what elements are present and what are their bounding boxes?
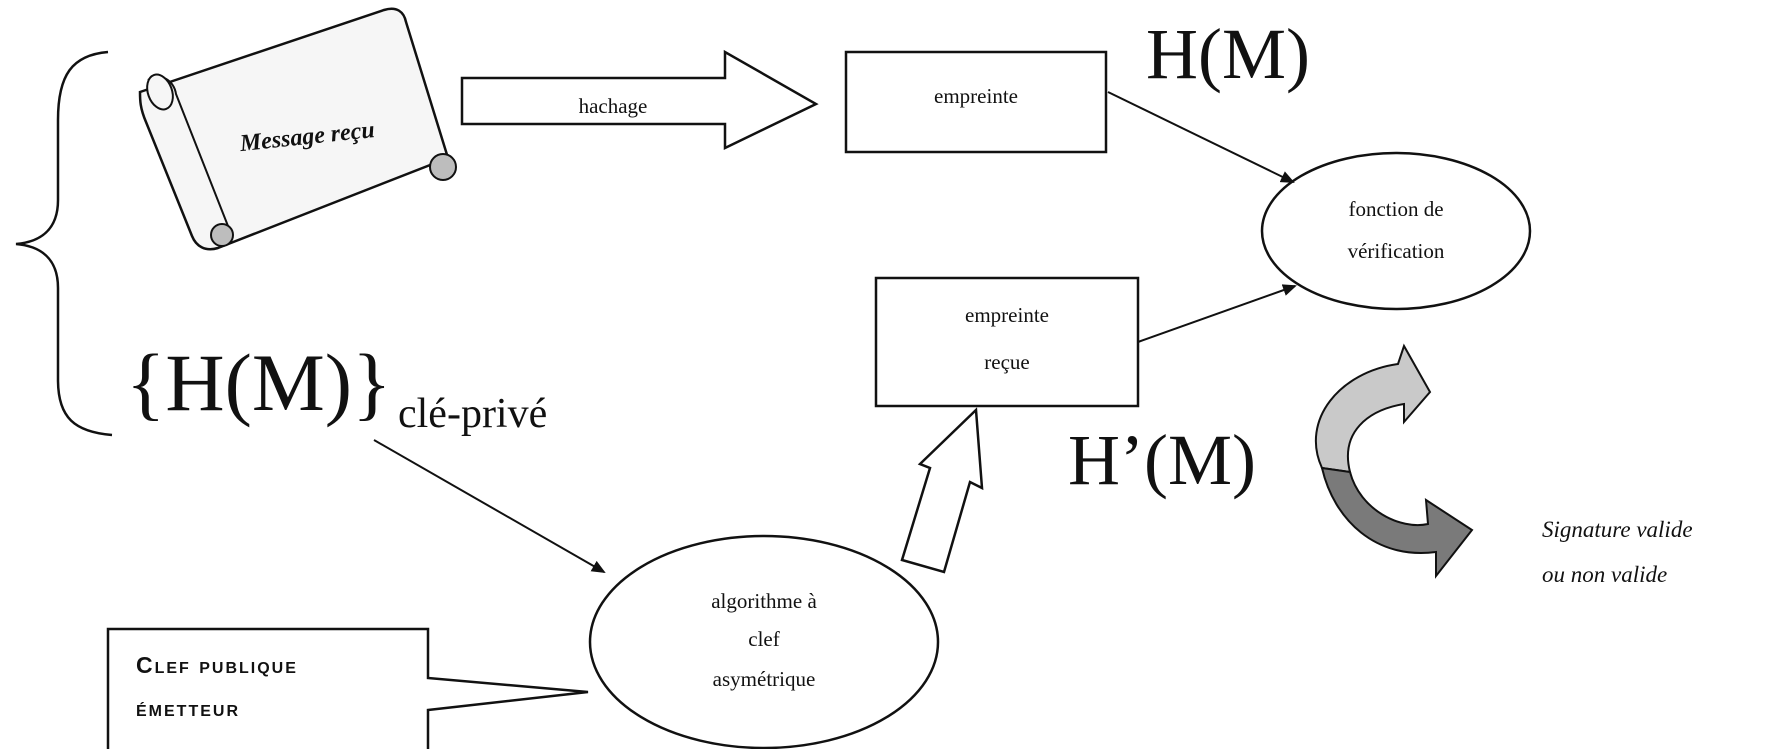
- hash-label-top: H(M): [1146, 14, 1310, 94]
- public-key-label-line1: Clef publique: [136, 652, 298, 678]
- asymmetric-algorithm-ellipse: algorithme à clef asymétrique: [588, 534, 940, 750]
- algorithm-label-line1: algorithme à: [711, 589, 817, 613]
- received-fingerprint-label-line2: reçue: [984, 350, 1029, 374]
- received-fingerprint-label-line1: empreinte: [965, 303, 1049, 327]
- arrow-signature-to-algorithm: [373, 439, 606, 573]
- received-fingerprint-box: empreinte reçue: [874, 276, 1140, 408]
- algorithm-label-line2: clef: [748, 627, 779, 651]
- scroll-knob-right: [429, 153, 457, 181]
- arrow-fingerprint-to-verification: [1107, 91, 1295, 183]
- signed-hash-label: {H(M)}: [126, 337, 391, 428]
- hash-prime-label: H’(M): [1068, 420, 1256, 500]
- signed-hash-subscript: clé-privé: [398, 391, 547, 437]
- verification-function-ellipse: fonction de vérification: [1260, 151, 1532, 311]
- arrow-algorithm-to-received: [900, 407, 984, 574]
- result-curved-arrow: [1314, 343, 1474, 579]
- result-label-line1: Signature valide: [1542, 517, 1693, 542]
- algorithm-label-line3: asymétrique: [713, 667, 816, 691]
- verification-label-line2: vérification: [1348, 239, 1445, 263]
- scroll-knob-bottom: [210, 223, 234, 247]
- verification-label-line1: fonction de: [1348, 197, 1443, 221]
- left-curly-brace: [15, 50, 113, 437]
- arrow-received-to-verification: [1137, 284, 1297, 343]
- public-key-callout: Clef publique émetteur: [106, 627, 589, 749]
- curved-arrow-lower-part: [1320, 466, 1474, 579]
- public-key-label-line2: émetteur: [136, 695, 240, 721]
- hashing-arrow: hachage: [460, 49, 819, 150]
- result-label-line2: ou non valide: [1542, 562, 1667, 587]
- curved-arrow-upper-part: [1314, 343, 1432, 474]
- scroll-body: [138, 7, 450, 251]
- hashing-label: hachage: [579, 94, 648, 118]
- fingerprint-label: empreinte: [934, 84, 1018, 108]
- fingerprint-box: empreinte: [844, 50, 1108, 154]
- scroll-roll-top: [146, 73, 174, 111]
- message-scroll: Message reçu: [138, 7, 457, 251]
